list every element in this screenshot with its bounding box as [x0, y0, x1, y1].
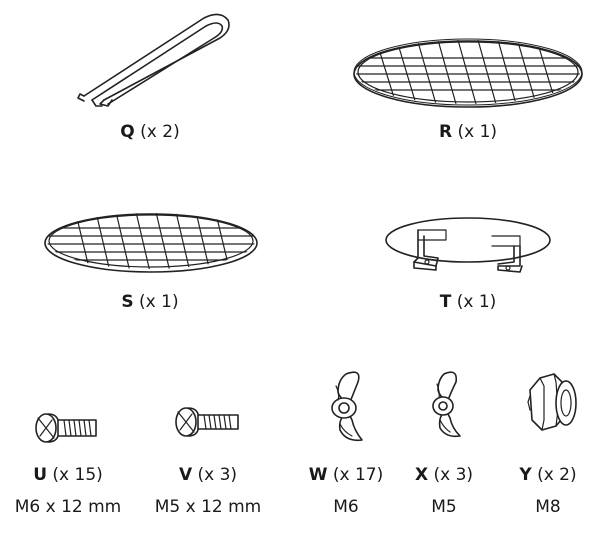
part-quantity: (x 3)	[433, 465, 474, 485]
part-quantity: (x 1)	[139, 292, 179, 312]
part-letter: S	[121, 292, 134, 312]
part-quantity: (x 2)	[537, 465, 577, 485]
part-quantity: (x 15)	[52, 465, 103, 485]
part-y-label: Y (x 2)	[508, 465, 588, 485]
part-r-label: R (x 1)	[428, 122, 508, 142]
part-letter: Y	[519, 465, 532, 485]
part-q-label: Q (x 2)	[110, 122, 190, 142]
part-letter: R	[438, 122, 453, 142]
part-letter: U	[33, 465, 48, 485]
part-u-spec: M6 x 12 mm	[14, 497, 122, 517]
part-w-spec: M6	[333, 497, 359, 517]
part-v-spec: M5 x 12 mm	[154, 497, 262, 517]
part-s-label: S (x 1)	[110, 292, 190, 312]
part-quantity: (x 1)	[457, 122, 498, 142]
part-quantity: (x 2)	[140, 122, 180, 142]
part-v-label: V (x 3)	[168, 465, 248, 485]
part-w-label: W (x 17)	[306, 465, 386, 485]
part-x-spec: M5	[431, 497, 457, 517]
part-quantity: (x 3)	[197, 465, 238, 485]
part-letter: T	[439, 292, 452, 312]
part-t-label: T (x 1)	[428, 292, 508, 312]
part-u-label: U (x 15)	[28, 465, 108, 485]
part-y-spec: M8	[535, 497, 561, 517]
part-letter: X	[414, 465, 429, 485]
part-x-label: X (x 3)	[404, 465, 484, 485]
part-quantity: (x 17)	[332, 465, 384, 485]
part-quantity: (x 1)	[456, 292, 497, 312]
part-letter: V	[178, 465, 193, 485]
part-letter: W	[308, 465, 328, 485]
part-letter: Q	[120, 122, 135, 142]
